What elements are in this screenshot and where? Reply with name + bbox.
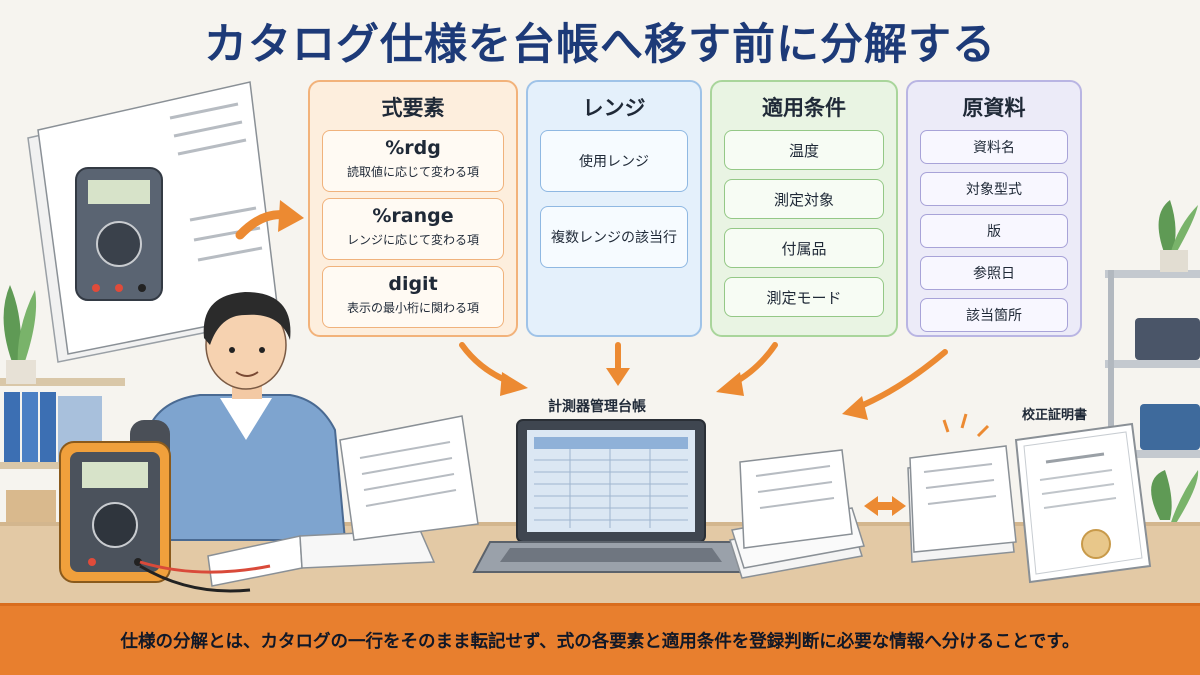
formula-item-range: %range レンジに応じて変わる項: [322, 198, 504, 260]
source-item: 対象型式: [920, 172, 1068, 206]
binder: [4, 392, 20, 462]
flow-arrow-heads: [500, 368, 868, 420]
condition-item: 付属品: [724, 228, 884, 268]
paper-stack-right: [907, 413, 1017, 563]
ledger-label: 計測器管理台帳: [548, 399, 646, 415]
formula-item-desc: レンジに応じて変わる項: [346, 233, 479, 247]
formula-item-key: digit: [388, 273, 438, 295]
source-item: 該当箇所: [920, 298, 1068, 332]
condition-item: 測定モード: [724, 277, 884, 317]
source-item: 参照日: [920, 256, 1068, 290]
panel-header-source: 原資料: [962, 96, 1026, 120]
panel-conditions: 適用条件 温度 測定対象 付属品 測定モード: [710, 80, 898, 337]
source-item: 版: [920, 214, 1068, 248]
panel-formula-elements: 式要素 %rdg 読取値に応じて変わる項 %range レンジに応じて変わる項 …: [308, 80, 518, 337]
certificate-label: 校正証明書: [1022, 408, 1088, 423]
condition-item: 測定対象: [724, 179, 884, 219]
footer-banner: 仕様の分解とは、カタログの一行をそのまま転記せず、式の各要素と適用条件を登録判断…: [0, 603, 1200, 675]
plant-right: [1151, 200, 1199, 525]
panel-header-conditions: 適用条件: [762, 96, 846, 120]
source-item: 資料名: [920, 130, 1068, 164]
formula-item-rdg: %rdg 読取値に応じて変わる項: [322, 130, 504, 192]
condition-item: 温度: [724, 130, 884, 170]
formula-item-digit: digit 表示の最小桁に関わる項: [322, 266, 504, 328]
double-arrow: [864, 496, 906, 516]
arrow-head: [278, 200, 304, 232]
catalog-document: [27, 81, 279, 363]
footer-text: 仕様の分解とは、カタログの一行をそのまま転記せず、式の各要素と適用条件を登録判断…: [120, 632, 1080, 652]
binder: [40, 392, 56, 462]
formula-item-desc: 表示の最小桁に関わる項: [346, 301, 479, 315]
panel-source: 原資料 資料名 対象型式 版 参照日 該当箇所: [906, 80, 1082, 337]
laptop: [472, 419, 750, 573]
panel-header-formula: 式要素: [381, 96, 445, 120]
paper-stack-left: [729, 449, 865, 579]
formula-item-key: %rdg: [385, 137, 441, 159]
range-item: 使用レンジ: [540, 130, 688, 192]
page-title: カタログ仕様を台帳へ移す前に分解する: [204, 20, 996, 70]
metal-shelf-right: [1105, 270, 1200, 570]
panel-header-range: レンジ: [582, 96, 646, 120]
formula-item-key: %range: [372, 205, 454, 227]
panel-range: レンジ 使用レンジ 複数レンジの該当行: [526, 80, 702, 337]
flow-arrows: [459, 342, 948, 411]
held-paper: [339, 415, 479, 541]
wall-shelf: [0, 378, 125, 386]
formula-item-desc: 読取値に応じて変わる項: [346, 165, 479, 179]
range-item: 複数レンジの該当行: [540, 206, 688, 268]
calibration-certificate: [1014, 422, 1152, 584]
plant-left: [3, 285, 37, 384]
binder: [22, 392, 38, 462]
multimeter: [59, 441, 271, 593]
